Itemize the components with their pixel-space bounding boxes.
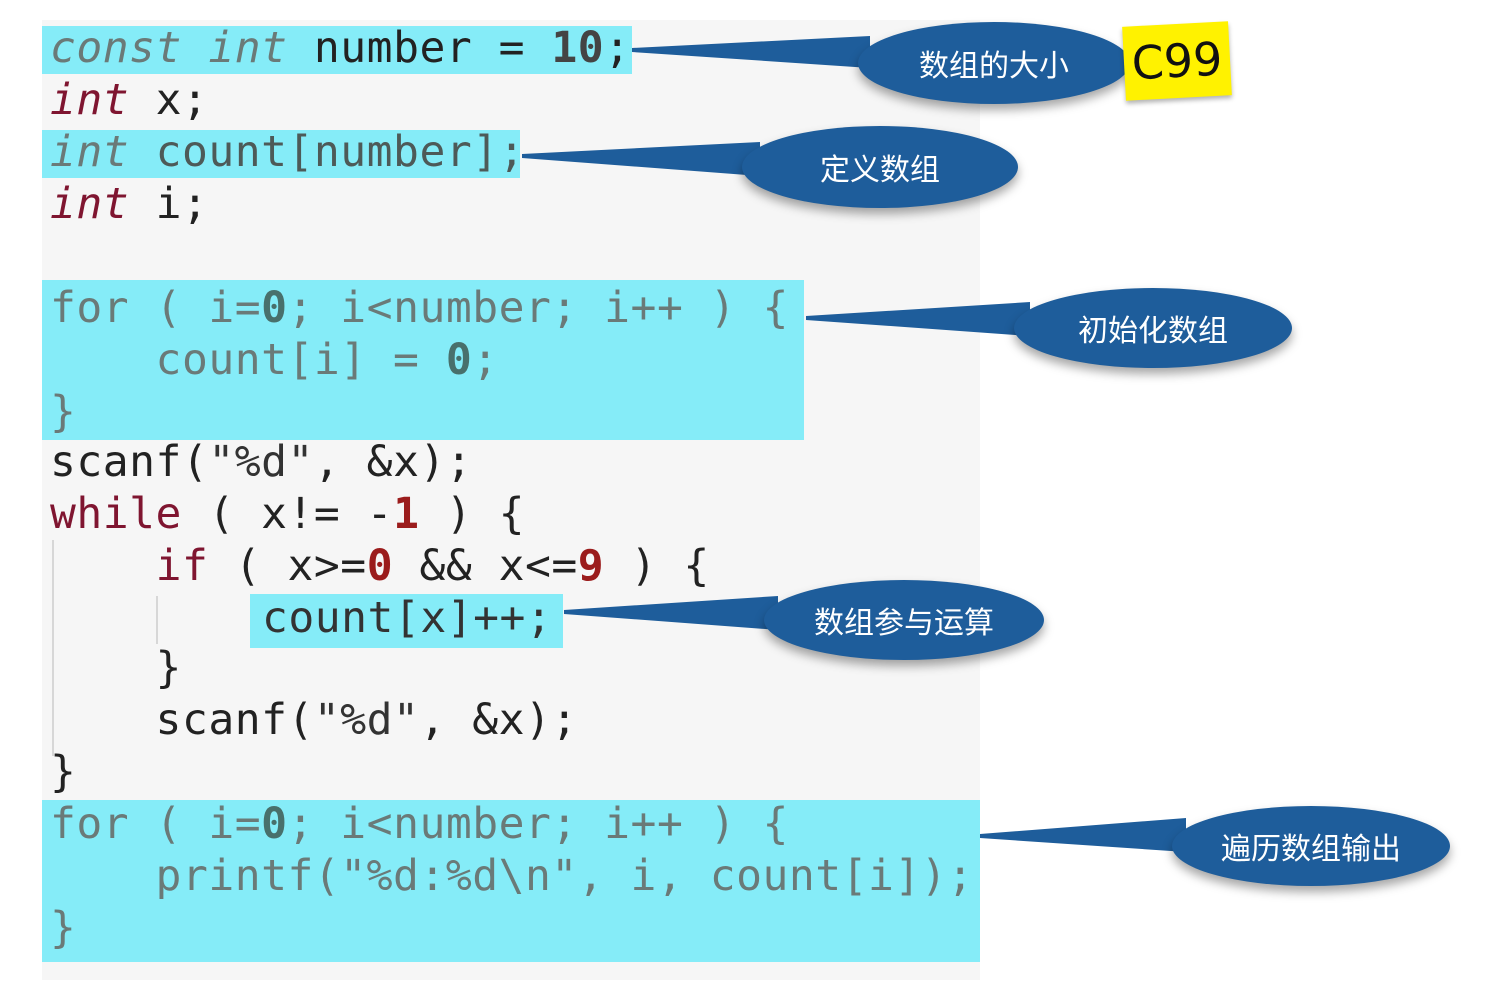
highlight-count-inc <box>250 594 563 648</box>
indent-guide <box>52 540 54 756</box>
code-line-10: if ( x>=0 && x<=9 ) { <box>155 541 710 591</box>
callout-init-array: 初始化数组 <box>1014 288 1292 368</box>
code-line-5: for ( i=0; i<number; i++ ) { <box>50 283 789 333</box>
code-line-4: int i; <box>50 179 209 229</box>
connector-4 <box>564 596 778 630</box>
connector-1 <box>632 36 870 68</box>
code-line-9: while ( x!= -1 ) { <box>50 489 526 539</box>
highlight-output-loop <box>42 800 980 962</box>
connector-3 <box>806 302 1030 336</box>
code-line-6: count[i] = 0; <box>50 335 499 385</box>
code-line-17: } <box>50 903 77 953</box>
code-line-3: int count[number]; <box>50 127 525 177</box>
connector-5 <box>980 818 1186 852</box>
code-line-11: count[x]++; <box>262 593 553 643</box>
callout-array-compute: 数组参与运算 <box>764 580 1044 660</box>
code-line-14: } <box>50 747 77 797</box>
callout-traverse-output: 遍历数组输出 <box>1172 806 1450 886</box>
code-line-13: scanf("%d", &x); <box>50 695 578 745</box>
code-line-1: const int number = 10; <box>50 23 631 73</box>
callout-array-size: 数组的大小 <box>858 22 1130 104</box>
highlight-const-number <box>42 26 632 74</box>
callout-define-array: 定义数组 <box>742 126 1018 208</box>
code-line-2: int x; <box>50 75 209 125</box>
highlight-init-loop <box>42 280 804 440</box>
code-line-15: for ( i=0; i<number; i++ ) { <box>50 799 789 849</box>
code-line-12: } <box>50 643 182 693</box>
code-line-7: } <box>50 387 77 437</box>
code-line-8: scanf("%d", &x); <box>50 437 473 487</box>
highlight-count-decl <box>42 130 520 178</box>
connector-2 <box>522 142 760 176</box>
indent-guide <box>156 596 158 644</box>
c99-tag: C99 <box>1122 21 1232 101</box>
code-line-16: printf("%d:%d\n", i, count[i]); <box>50 851 974 901</box>
